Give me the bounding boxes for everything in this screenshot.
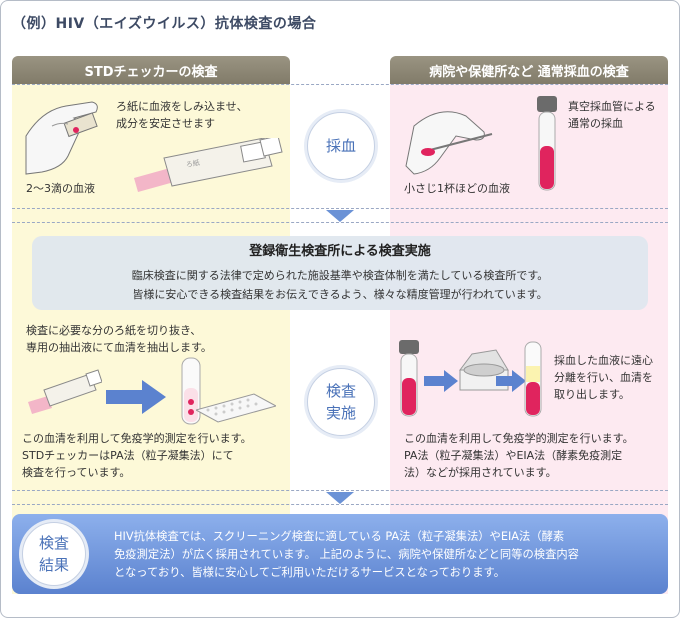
step-circle-result: 検査 結果 xyxy=(22,522,86,586)
filter-paper-card-illustration xyxy=(134,138,283,192)
step1-left-text: ろ紙に血液をしみ込ませ、 成分を安定させます xyxy=(116,100,248,130)
result-panel xyxy=(12,514,668,594)
lab-banner-title: 登録衛生検査所による検査実施 xyxy=(249,244,431,259)
step-circle-sampling: 採血 xyxy=(307,112,375,180)
step2-left-top: 検査に必要な分のろ紙を切り抜き、 専用の抽出液にて血清を抽出します。 xyxy=(26,324,212,354)
separator-1 xyxy=(12,208,668,209)
separator-2 xyxy=(12,222,668,223)
separator-4 xyxy=(12,504,668,505)
separator-3 xyxy=(12,490,668,491)
centrifuge-illustration xyxy=(459,349,509,391)
extraction-tube-illustration xyxy=(181,357,201,425)
step2-right-bottom: この血清を利用して免疫学的測定を行います。 PA法（粒子凝集法）やEIA法（酵素… xyxy=(404,432,634,479)
step2-right-top: 採血した血液に遠心 分離を行い、血清を 取り出します。 xyxy=(554,354,653,401)
serum-tube-illustration xyxy=(524,341,542,417)
vacuum-tube-illustration-1 xyxy=(537,96,557,191)
vacuum-tube-illustration-2 xyxy=(399,340,419,417)
result-text: HIV抗体検査では、スクリーニング検査に適している PA法（粒子凝集法）やEIA… xyxy=(114,530,579,579)
hand-spoon-illustration xyxy=(405,111,493,175)
diagram-title: （例）HIV（エイズウイルス）抗体検査の場合 xyxy=(12,16,317,32)
right-column-bg xyxy=(390,84,668,594)
step1-right-caption: 小さじ1杯ほどの血液 xyxy=(404,182,510,195)
lab-banner-line2: 皆様に安心できる検査結果をお伝えできるよう、様々な精度管理が行われています。 xyxy=(132,288,548,301)
hand-filter-paper-illustration xyxy=(25,101,98,175)
blue-arrow-left xyxy=(106,380,166,414)
lab-banner-line1: 臨床検査に関する法律で定められた施設基準や検査体制を満たしている検査所です。 xyxy=(131,269,549,282)
step2-left-bottom: この血清を利用して免疫学的測定を行います。 STDチェッカーはPA法（粒子凝集法… xyxy=(22,432,252,479)
blue-arrow-right-1 xyxy=(424,370,458,392)
lab-banner xyxy=(32,236,648,310)
flow-arrow-2 xyxy=(326,492,354,504)
left-header: STDチェッカーの検査 xyxy=(12,56,290,84)
card-cutout-illustration xyxy=(28,369,102,414)
filter-card-label: ろ紙 xyxy=(185,158,201,170)
step1-right-text: 真空採血管による 通常の採血 xyxy=(568,100,656,130)
separator-top xyxy=(12,84,668,85)
flow-arrow-1 xyxy=(326,210,354,222)
blue-arrow-right-2 xyxy=(496,370,526,392)
step-circle-testing: 検査 実施 xyxy=(307,368,375,436)
right-header: 病院や保健所など 通常採血の検査 xyxy=(390,56,668,84)
microplate-illustration xyxy=(196,393,276,423)
step1-left-caption: 2〜3滴の血液 xyxy=(26,182,95,195)
